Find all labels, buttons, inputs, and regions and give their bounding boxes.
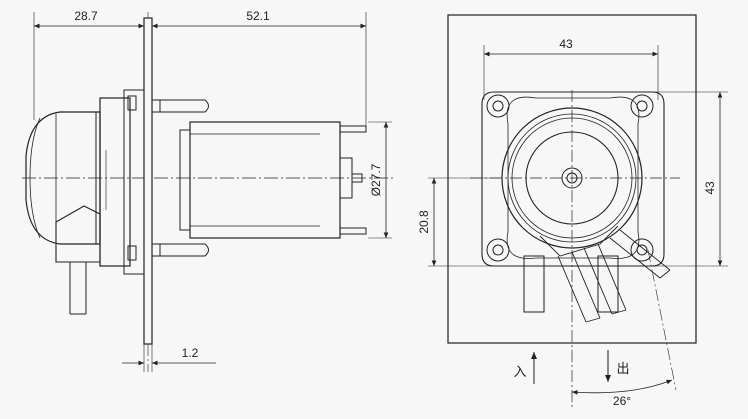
dim-tube-offset: 20.8: [417, 210, 431, 234]
motor-terminal-bottom: [339, 227, 367, 235]
front-view: [428, 14, 728, 410]
dim-right-length: 52.1: [246, 9, 270, 23]
tube-outlet: [597, 255, 619, 313]
motor-shaft: [351, 173, 363, 183]
tube-elbow: [55, 205, 101, 263]
angle-arc: [571, 379, 673, 395]
dim-hole-spacing-vertical: 43: [703, 181, 717, 195]
pump-body: [99, 97, 131, 267]
mount-hole-br: [630, 238, 654, 262]
motor-body: [189, 121, 341, 239]
dim-hole-spacing-horizontal: 43: [559, 37, 573, 51]
tube-inlet: [523, 255, 545, 313]
pump-head-cap: [25, 111, 101, 245]
screw-top: [127, 95, 209, 113]
screw-bottom: [127, 243, 209, 261]
mounting-plate: [143, 17, 153, 345]
inlet-label: 入: [513, 365, 526, 380]
front-plate: [447, 14, 697, 344]
dim-left-length: 28.7: [74, 9, 98, 23]
dim-motor-diameter: Ø27.7: [369, 163, 383, 196]
mount-hole-tl: [486, 94, 510, 118]
outlet-label: 出: [616, 362, 629, 377]
side-view: [22, 12, 395, 372]
dim-tube-angle: 26°: [613, 394, 631, 408]
mount-hole-tr: [630, 94, 654, 118]
mount-hole-bl: [486, 238, 510, 262]
dim-plate-thickness: 1.2: [182, 346, 199, 360]
motor-terminal-top: [339, 125, 367, 133]
